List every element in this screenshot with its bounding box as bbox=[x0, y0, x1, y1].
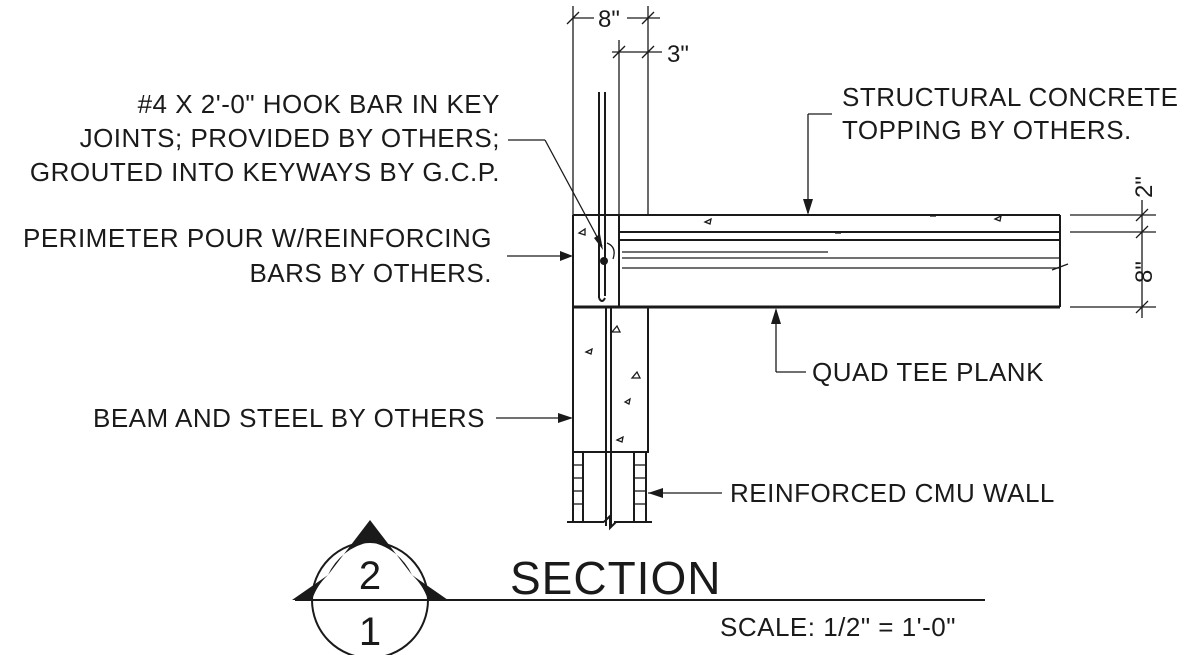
sheet-number: 1 bbox=[359, 610, 381, 654]
hook-bar-line-2: JOINTS; PROVIDED BY OTHERS; bbox=[80, 123, 500, 153]
callout-hook-bar: #4 X 2'-0" HOOK BAR IN KEY JOINTS; PROVI… bbox=[30, 89, 500, 187]
perimeter-pour bbox=[572, 92, 620, 307]
floor-assembly bbox=[573, 214, 1069, 309]
detail-number: 2 bbox=[359, 554, 381, 598]
callout-beam: BEAM AND STEEL BY OTHERS bbox=[93, 403, 485, 433]
side-dimensions: 2" 8" bbox=[1070, 176, 1158, 318]
dimension-key-width: 3" bbox=[667, 41, 689, 68]
marker-triangle-top-icon bbox=[328, 520, 412, 575]
dimension-plank-thickness: 8" bbox=[1131, 261, 1158, 283]
marker-triangle-left-icon bbox=[292, 575, 328, 600]
topping-line-1: STRUCTURAL CONCRETE bbox=[842, 82, 1178, 112]
topping-line-2: TOPPING BY OTHERS. bbox=[842, 115, 1132, 145]
callout-wall: REINFORCED CMU WALL bbox=[730, 478, 1055, 508]
perimeter-pour-line-1: PERIMETER POUR W/REINFORCING bbox=[23, 223, 492, 253]
rebar-dot-icon bbox=[600, 257, 608, 265]
cmu-wall bbox=[567, 452, 652, 531]
callout-plank: QUAD TEE PLANK bbox=[812, 357, 1044, 387]
perimeter-pour-line-2: BARS BY OTHERS. bbox=[249, 258, 492, 288]
hook-bar-line-3: GROUTED INTO KEYWAYS BY G.C.P. bbox=[30, 157, 500, 187]
marker-triangle-right-icon bbox=[412, 575, 448, 600]
callout-topping: STRUCTURAL CONCRETE TOPPING BY OTHERS. bbox=[842, 82, 1178, 145]
section-title: SECTION bbox=[510, 552, 721, 604]
title-block: 2 1 SECTION SCALE: 1/2" = 1'-0" bbox=[292, 520, 985, 655]
leaders bbox=[496, 113, 832, 498]
dimension-top-width: 8" bbox=[598, 6, 620, 33]
scale-note: SCALE: 1/2" = 1'-0" bbox=[720, 612, 956, 642]
beam bbox=[572, 306, 649, 526]
top-dimensions: 8" 3" bbox=[566, 6, 689, 232]
dimension-topping-thickness: 2" bbox=[1131, 176, 1158, 198]
callout-perimeter-pour: PERIMETER POUR W/REINFORCING BARS BY OTH… bbox=[23, 223, 492, 288]
hook-bar-line-1: #4 X 2'-0" HOOK BAR IN KEY bbox=[138, 89, 500, 119]
